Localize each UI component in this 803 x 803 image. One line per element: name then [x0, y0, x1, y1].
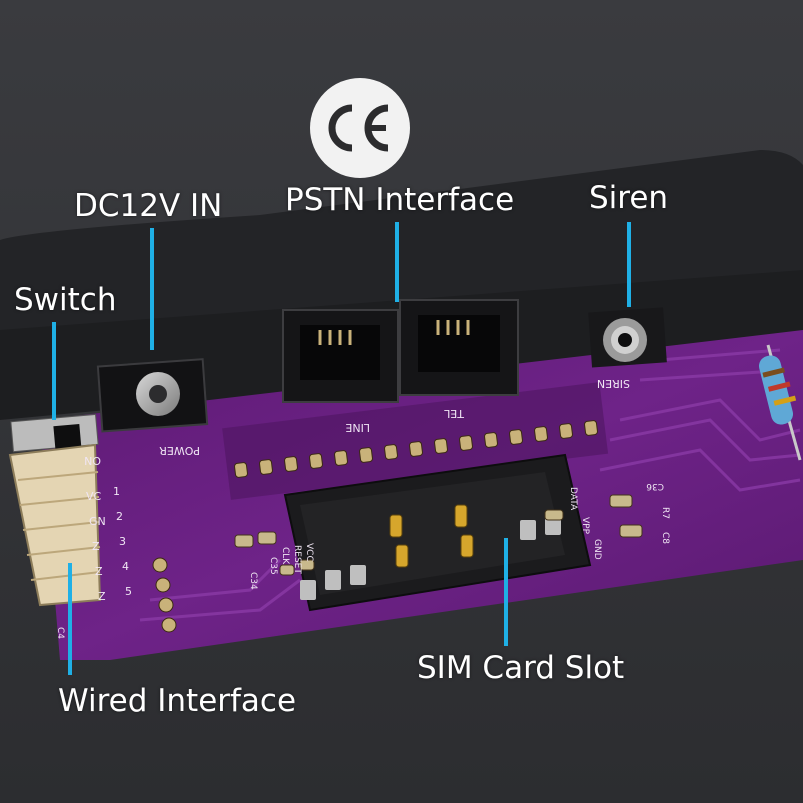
silk-pin-name-5: Z — [98, 590, 106, 603]
silk-pin-3: 3 — [119, 535, 126, 548]
silk-c36: C36 — [646, 481, 664, 491]
silk-pin-name-4: Z — [95, 565, 103, 578]
silk-sim-vpp: VPP — [580, 517, 590, 535]
silk-c34: C34 — [248, 572, 258, 590]
pin-header-row — [222, 382, 609, 500]
silk-c8: C8 — [660, 532, 670, 544]
rj-tel-jack — [399, 299, 519, 396]
silk-sim-gnd: GND — [592, 539, 602, 560]
wired-terminal-block — [8, 443, 102, 607]
silk-pin-name-1: VC — [86, 490, 102, 503]
silkscreen: LINE TEL SIREN POWER ON 1 2 3 4 5 VC GN … — [55, 377, 670, 639]
silk-r7: R7 — [660, 507, 670, 519]
resistor — [758, 344, 802, 461]
callout-switch: Switch — [14, 282, 117, 318]
power-jack — [96, 358, 209, 433]
silk-c4: C4 — [55, 627, 65, 639]
callout-line-pstn — [395, 222, 399, 302]
ce-mark — [310, 78, 410, 178]
pcb-traces — [139, 348, 801, 622]
silk-siren: SIREN — [597, 377, 630, 390]
smd-components — [234, 494, 643, 576]
callout-line-switch — [52, 322, 56, 420]
rj-line-jack — [282, 309, 399, 403]
silk-power: POWER — [159, 444, 200, 457]
silk-pin-1: 1 — [113, 485, 120, 498]
callout-pstn-interface: PSTN Interface — [285, 182, 515, 218]
callout-line-dc-in — [150, 228, 154, 350]
silk-pin-name-2: GN — [89, 515, 106, 528]
via-column — [152, 557, 177, 633]
silk-pin-2: 2 — [116, 510, 123, 523]
silk-sim-reset: RESET — [292, 545, 302, 574]
silk-pin-5: 5 — [125, 585, 132, 598]
silk-c35: C35 — [268, 557, 278, 575]
callout-line-siren — [627, 222, 631, 307]
callout-line-sim — [504, 538, 508, 646]
callout-dc-in: DC12V IN — [74, 188, 223, 224]
silk-sim-vcc: VCC — [304, 543, 314, 562]
sim-card-holder — [283, 453, 592, 612]
siren-jack — [588, 307, 667, 368]
callout-sim-card-slot: SIM Card Slot — [417, 650, 625, 686]
callout-siren: Siren — [589, 180, 669, 216]
silk-pin-name-3: Z — [92, 540, 100, 553]
silk-line: LINE — [345, 421, 370, 434]
callout-wired-interface: Wired Interface — [58, 683, 297, 719]
silk-sim-clk: CLK — [280, 547, 290, 565]
callout-line-wired — [68, 563, 72, 675]
silk-on: ON — [84, 454, 101, 467]
silk-sim-data: DATA — [568, 487, 578, 511]
silk-tel: TEL — [443, 407, 465, 420]
silk-pin-4: 4 — [122, 560, 129, 573]
